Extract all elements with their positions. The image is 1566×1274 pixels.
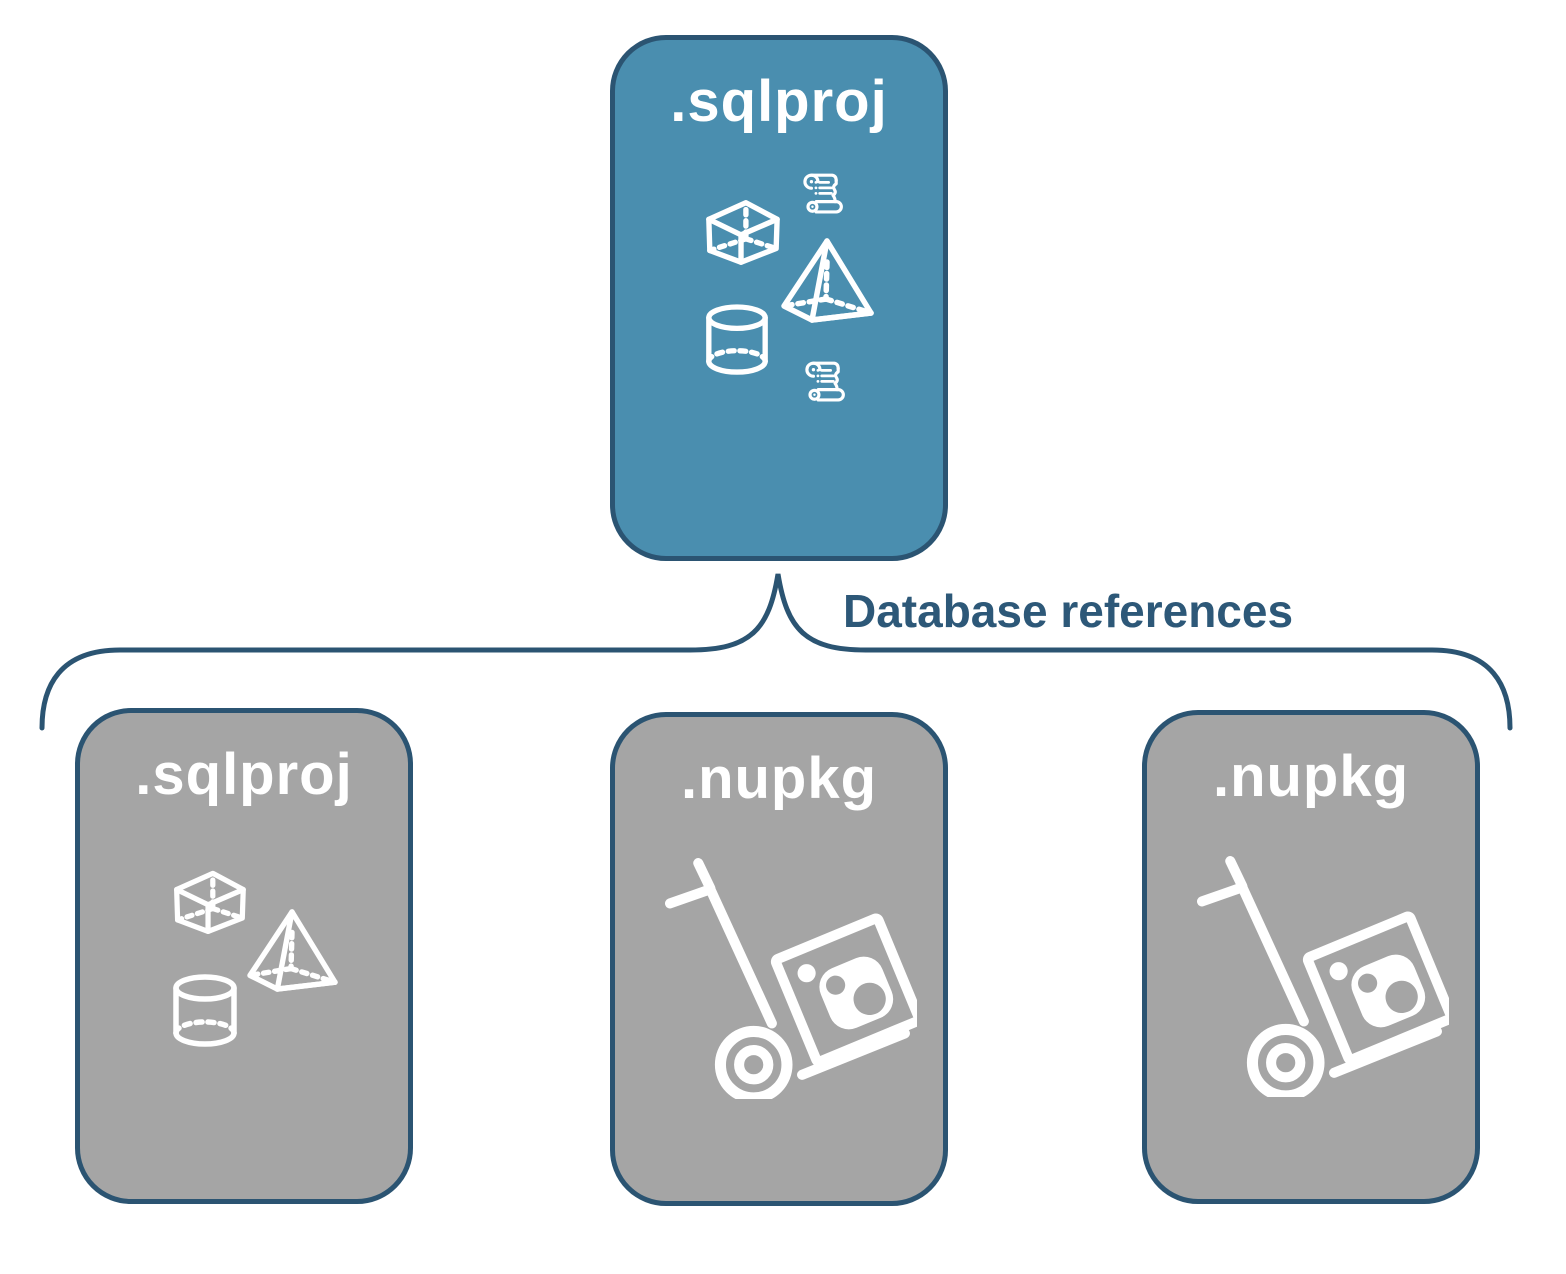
node-nupkg-child: .nupkg — [610, 712, 948, 1206]
cube-icon — [164, 861, 254, 939]
node-title: .sqlproj — [670, 69, 888, 134]
pyramid-icon — [242, 907, 342, 993]
node-nupkg-child: .nupkg — [1142, 710, 1480, 1204]
node-title: .sqlproj — [135, 742, 353, 807]
cylinder-icon — [170, 973, 240, 1051]
connector-label: Database references — [843, 585, 1294, 637]
node-sqlproj-root: .sqlproj — [610, 35, 948, 561]
node-title: .nupkg — [680, 746, 878, 811]
cylinder-icon — [703, 303, 771, 379]
nuget-hand-truck-icon — [1197, 855, 1449, 1097]
script-scroll-icon — [803, 173, 843, 214]
node-sqlproj-child: .sqlproj — [75, 708, 413, 1204]
script-scroll-icon — [805, 361, 845, 402]
pyramid-icon — [775, 236, 879, 324]
node-title: .nupkg — [1212, 744, 1410, 809]
nuget-hand-truck-icon — [665, 857, 917, 1099]
